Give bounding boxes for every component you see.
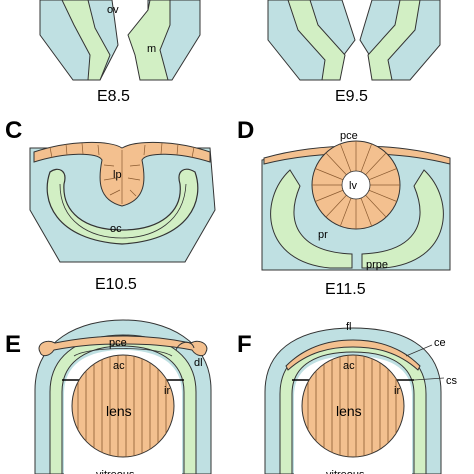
label-lens-f: lens — [336, 403, 362, 419]
optic-vesicle-b-right — [367, 0, 421, 81]
optic-vesicle-b-left — [287, 0, 346, 81]
panel-letter-d: D — [237, 117, 254, 144]
label-ir-f: ir — [394, 385, 400, 397]
panel-letter-f: F — [237, 331, 252, 358]
cs-pointer — [413, 377, 445, 381]
optic-cup-d-right — [361, 169, 444, 269]
panel-letter-c: C — [5, 117, 22, 144]
label-vitreous-f: vitreous — [326, 469, 365, 474]
stage-label-d: E11.5 — [325, 281, 366, 298]
label-oc: oc — [110, 223, 122, 235]
label-ov: ov — [107, 4, 119, 16]
panel-letter-e: E — [5, 331, 21, 358]
panel-c: C lp oc E10.5 — [5, 117, 216, 293]
lens-f — [301, 354, 405, 458]
ac-space-e — [73, 348, 173, 357]
label-pr: pr — [318, 229, 328, 241]
lens-e — [71, 354, 175, 458]
label-ac-e: ac — [113, 360, 125, 372]
optic-cup-c — [46, 168, 199, 245]
lens-vesicle-lumen-d — [341, 170, 371, 200]
cornea-f — [285, 339, 421, 371]
label-m: m — [147, 43, 156, 55]
label-cs: cs — [446, 375, 458, 387]
lens-placode-c-cell-lines — [49, 142, 195, 204]
optic-vesicle-a-right — [127, 0, 171, 81]
label-lens-e: lens — [106, 403, 132, 419]
dl-fold-e-right — [175, 341, 195, 351]
optic-cup-d — [270, 169, 353, 269]
panel-e: E pce ac dl ir lens vitreous — [5, 319, 212, 474]
stage-label-c: E10.5 — [95, 276, 137, 293]
label-ac-f: ac — [343, 360, 355, 372]
cornea-e — [38, 335, 208, 357]
label-pce-e: pce — [109, 337, 127, 349]
presumptive-cornea-d — [263, 145, 451, 165]
panel-b: E9.5 — [267, 0, 441, 105]
label-pce-d: pce — [340, 130, 358, 142]
label-ce: ce — [434, 337, 446, 349]
label-vitreous-e: vitreous — [96, 469, 135, 474]
label-lp: lp — [113, 169, 122, 181]
label-fl: fl — [346, 321, 352, 333]
optic-vesicle-a-left — [61, 0, 111, 81]
stage-label-a: E8.5 — [97, 88, 130, 105]
label-ir-e: ir — [164, 385, 170, 397]
label-prpe: prpe — [366, 259, 388, 271]
panel-a: ov m E8.5 — [39, 0, 201, 105]
optic-cup-c-inner-line — [59, 183, 187, 239]
panel-f: F fl ce ac ir cs lens vitreous — [237, 321, 458, 474]
stage-label-b: E9.5 — [335, 88, 368, 105]
label-lv: lv — [349, 180, 357, 192]
label-dl: dl — [194, 357, 203, 369]
ce-pointer — [405, 344, 433, 357]
panel-d: D pce lv pr prpe E11.5 — [237, 117, 451, 298]
